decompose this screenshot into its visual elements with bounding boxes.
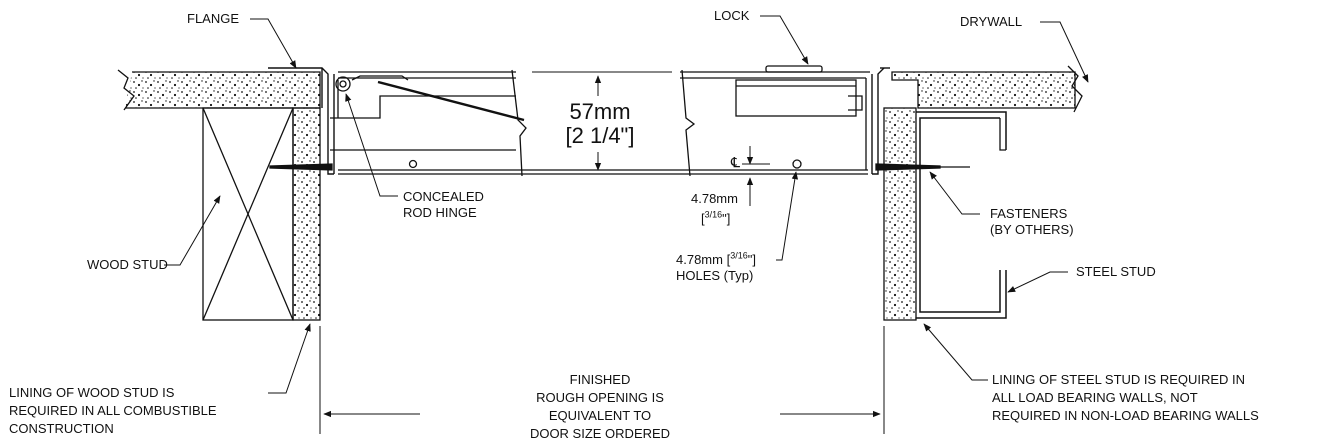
door-panel [330,69,870,177]
flange-label: FLANGE [187,11,240,26]
steel-lining-note-line2: ALL LOAD BEARING WALLS, NOT [992,390,1198,405]
edge-dimension-mm: 4.78mm [691,191,738,206]
rough-opening-note-line4: DOOR SIZE ORDERED [529,426,671,441]
wood-stud [202,107,294,321]
holes-label-line1: 4.78mm [3/16"] [676,250,756,267]
concealed-rod-hinge-label-line2: ROD HINGE [403,205,477,220]
steel-stud-label: STEEL STUD [1076,264,1156,279]
fastener-screw-left [269,163,333,171]
concealed-rod-hinge-label-line1: CONCEALED [403,189,484,204]
fastener-hole [792,159,802,169]
steel-stud-lining [883,107,917,321]
drywall-label: DRYWALL [960,14,1023,29]
lock-label: LOCK [714,8,750,23]
edge-dimension-in: [3/16"] [701,209,731,226]
edge-dimension-fraction: 3/16 [704,209,723,220]
thickness-dimension [532,71,672,175]
holes-label-line2: HOLES (Typ) [676,268,754,283]
left-drywall-panel [117,69,321,111]
steel-lining-note-line1: LINING OF STEEL STUD IS REQUIRED IN [992,372,1246,387]
wood-lining-note-line1: LINING OF WOOD STUD IS [9,385,175,400]
rough-opening-note-line3: EQUIVALENT TO [548,408,652,423]
rough-opening-note-line2: ROUGH OPENING IS [536,390,664,405]
centerline-symbol: ℄ [731,154,740,170]
steel-lining-note-line3: REQUIRED IN NON-LOAD BEARING WALLS [992,408,1259,423]
wood-stud-lining [292,107,321,321]
rough-opening-dimension [319,326,885,434]
fastener-screw-right [875,163,970,171]
holes-fraction: 3/16 [730,250,748,261]
leader-lines [164,15,1089,394]
steel-stud [916,111,1007,319]
door-frame [268,67,890,175]
thickness-dimension-in: [2 1/4"] [565,123,635,148]
wood-stud-label: WOOD STUD [87,257,168,272]
lock [735,65,863,117]
thickness-dimension-mm: 57mm [569,99,631,124]
rough-opening-note-line1: FINISHED [569,372,631,387]
wood-lining-note-line3: CONSTRUCTION [9,421,114,436]
fasteners-label-line2: (BY OTHERS) [990,222,1074,237]
fasteners-label-line1: FASTENERS [990,206,1068,221]
wood-lining-note-line2: REQUIRED IN ALL COMBUSTIBLE [9,403,217,418]
right-drywall-panel [891,65,1083,113]
concealed-rod-hinge [335,75,525,169]
edge-dimension [742,146,770,206]
